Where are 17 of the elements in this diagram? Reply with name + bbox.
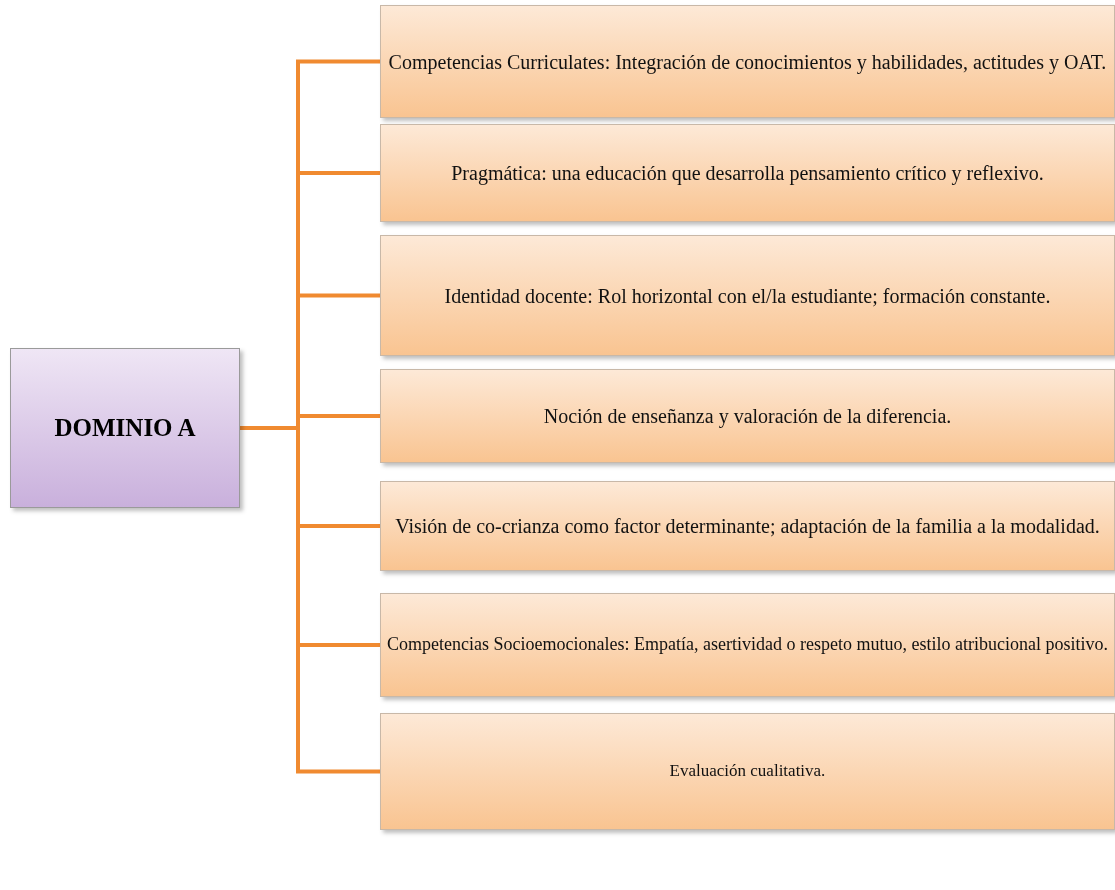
item-box: [380, 124, 1115, 222]
node-text: Competencias Curriculates: Integración de conocimientos y habilidades, actitudes y OAT.: [388, 49, 1107, 75]
node-text: Competencias Socioemocionales: Empatía, asertividad o respeto mutuo, estilo atribucional positivo.: [387, 633, 1108, 657]
connector-line: [240, 426, 380, 774]
node-text: DOMINIO A: [54, 413, 196, 443]
item-box: [380, 369, 1115, 463]
node-text: Evaluación cualitativa.: [669, 760, 826, 783]
node-text: Noción de enseñanza y valoración de la diferencia.: [543, 404, 952, 429]
node-text: Visión de co-crianza como factor determinante; adaptación de la familia a la modalidad.: [395, 514, 1100, 539]
item-box: [380, 481, 1115, 571]
item-box: [380, 593, 1115, 697]
item-box: [380, 235, 1115, 356]
node-text: Identidad docente: Rol horizontal con el/la estudiante; formación constante.: [444, 283, 1051, 309]
item-box: [380, 5, 1115, 118]
node-text: Pragmática: una educación que desarrolla pensamiento crítico y reflexivo.: [451, 161, 1044, 186]
topic-box: [10, 348, 240, 508]
item-box: [380, 713, 1115, 830]
